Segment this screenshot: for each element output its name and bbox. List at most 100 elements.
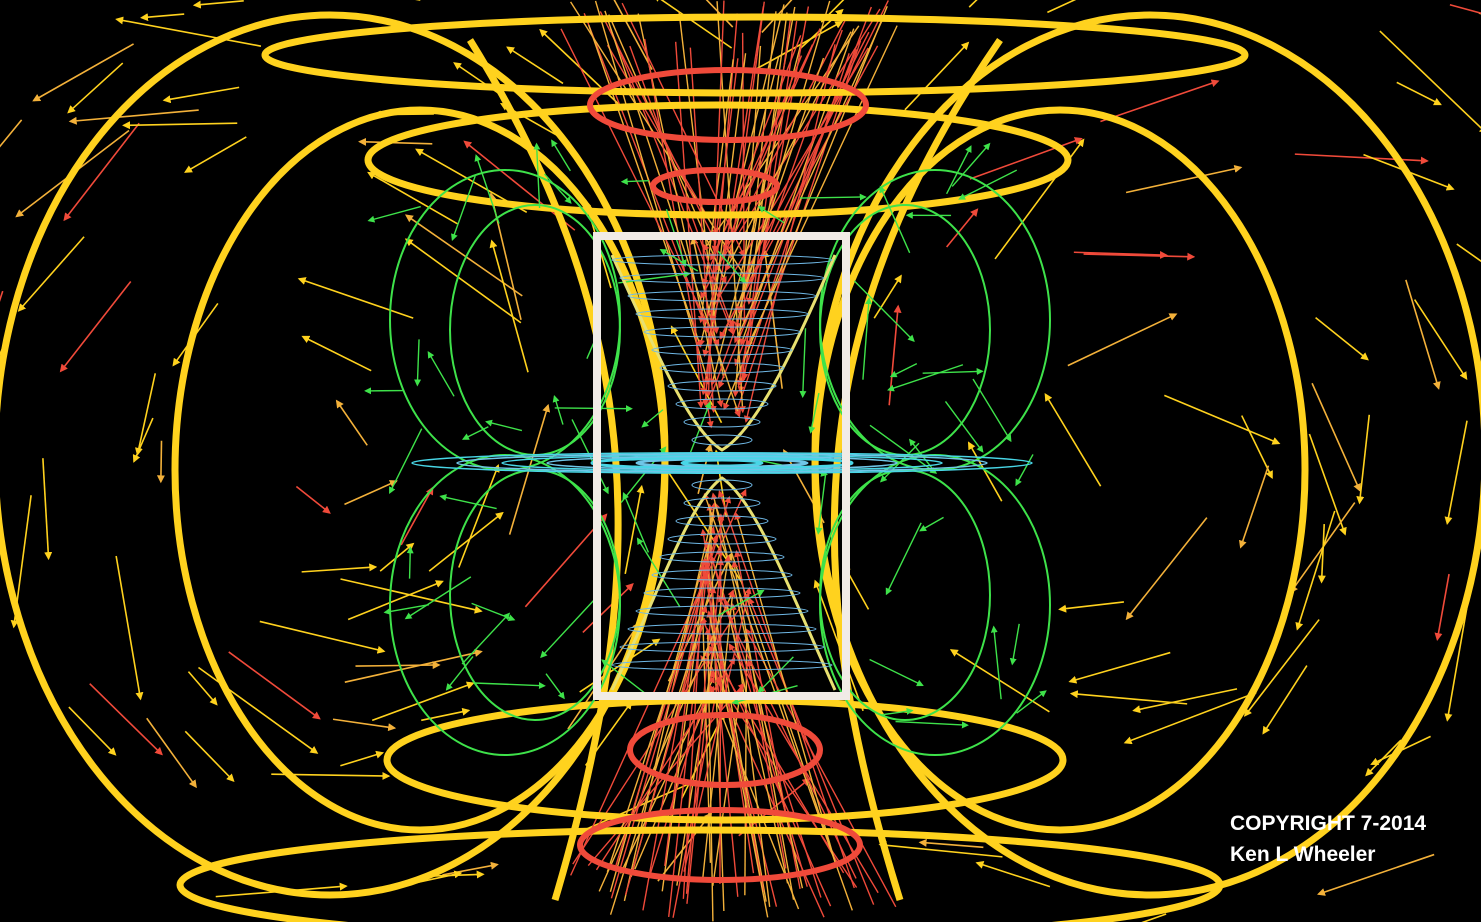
outer-arrow <box>506 46 564 85</box>
outer-arrow <box>1308 433 1347 536</box>
vortex-line-bottom <box>734 512 837 866</box>
outer-arrow <box>1047 0 1077 14</box>
outer-arrow <box>404 238 522 324</box>
outer-arrow <box>489 239 529 373</box>
green-arrow <box>885 522 922 596</box>
outer-arrow <box>1100 79 1220 123</box>
outer-arrow <box>146 717 197 789</box>
outer-arrow <box>918 838 984 849</box>
green-arrow <box>540 599 595 659</box>
vortex-line-bottom <box>729 603 771 907</box>
outer-arrow <box>458 463 500 568</box>
vortex-line-top <box>594 0 711 386</box>
outer-arrow <box>1379 30 1481 134</box>
green-arrow <box>889 363 918 378</box>
cyan-ring <box>680 458 764 468</box>
green-arrow <box>869 658 924 687</box>
outer-arrow <box>820 0 845 23</box>
green-arrow <box>922 368 984 376</box>
vortex-line-top <box>736 0 831 314</box>
green-arrow <box>414 339 422 387</box>
outer-arrow <box>340 750 385 767</box>
vortex-line-top <box>736 6 810 387</box>
green-arrow <box>815 465 828 535</box>
cyan-core-ring <box>635 605 809 617</box>
vortex-line-bottom <box>624 617 707 896</box>
outer-arrow <box>432 870 485 879</box>
outer-arrow <box>134 373 157 456</box>
green-arrow <box>543 173 572 204</box>
vortex-line-top <box>709 53 747 323</box>
cyan-core-ring <box>643 326 801 338</box>
green-arrow <box>808 392 820 434</box>
outer-arrow <box>340 578 483 614</box>
vortex-line-bottom <box>703 576 765 892</box>
outer-arrow <box>579 638 661 693</box>
outer-arrow <box>17 236 85 312</box>
outer-arrow <box>404 214 523 297</box>
vortex-line-top <box>714 8 881 273</box>
green-arrow <box>717 589 765 617</box>
outer-arrow <box>67 62 124 114</box>
vortex-line-top <box>734 19 884 344</box>
vortex-line-top <box>720 0 889 340</box>
green-arrow <box>1015 454 1034 487</box>
cyan-core-ring <box>659 551 785 563</box>
outer-arrow <box>1069 690 1188 705</box>
green-arrow <box>533 142 541 209</box>
vortex-line-top <box>746 25 898 348</box>
red-vortex-rings <box>577 67 869 883</box>
green-arrow <box>1016 690 1047 714</box>
outer-arrow <box>967 441 1003 502</box>
green-arrow <box>485 419 523 432</box>
cyan-core-ring <box>611 659 833 671</box>
outer-arrow <box>1294 153 1429 165</box>
outer-arrow <box>624 484 645 575</box>
cyan-core-ring <box>651 569 793 581</box>
outer-arrow <box>89 683 163 756</box>
cyan-core-ring <box>619 641 825 653</box>
vortex-line-bottom <box>745 627 897 908</box>
outer-arrow <box>371 681 475 722</box>
outer-arrow <box>582 583 634 633</box>
copyright-notice: COPYRIGHT 7-2014 Ken L Wheeler <box>1230 808 1426 870</box>
outer-arrow <box>969 137 1083 180</box>
green-arrow <box>958 169 1018 200</box>
green-arrow <box>944 401 984 453</box>
outer-arrow <box>59 280 132 373</box>
green-arrow <box>757 656 794 694</box>
outer-arrow <box>657 812 713 882</box>
green-arrow <box>757 206 785 224</box>
outer-arrow <box>1068 651 1171 684</box>
outer-arrow <box>162 86 240 104</box>
cyan-core-ring <box>627 623 817 635</box>
outer-arrow <box>1141 913 1167 922</box>
outer-arrow <box>904 41 970 111</box>
green-arrow <box>461 426 489 440</box>
outer-arrow <box>1444 607 1468 722</box>
outer-arrow <box>0 119 23 148</box>
outer-arrow <box>1125 164 1243 194</box>
cyan-core-ring <box>675 515 769 527</box>
vortex-line-bottom <box>731 560 795 900</box>
vortex-line-top <box>723 6 888 411</box>
green-arrow <box>972 378 1012 443</box>
outer-arrow <box>705 0 734 28</box>
outer-arrow <box>259 620 386 654</box>
outer-arrow <box>1238 465 1270 549</box>
outer-arrow <box>1295 510 1336 631</box>
outer-arrow <box>1413 299 1468 380</box>
vortex-line-bottom <box>706 503 725 912</box>
bottom-red-ring-large <box>577 807 863 883</box>
green-arrow <box>853 280 915 343</box>
cyan-ring <box>411 452 1033 474</box>
top-red-ring-small <box>650 167 780 205</box>
outer-arrow <box>1132 688 1238 714</box>
outer-arrow <box>335 399 368 446</box>
outer-arrow <box>358 137 433 146</box>
green-arrow <box>461 612 511 665</box>
green-arrow <box>659 248 699 272</box>
outer-arrow <box>184 136 247 173</box>
cyan-ring <box>501 454 943 472</box>
cyan-core-ring <box>627 290 817 302</box>
